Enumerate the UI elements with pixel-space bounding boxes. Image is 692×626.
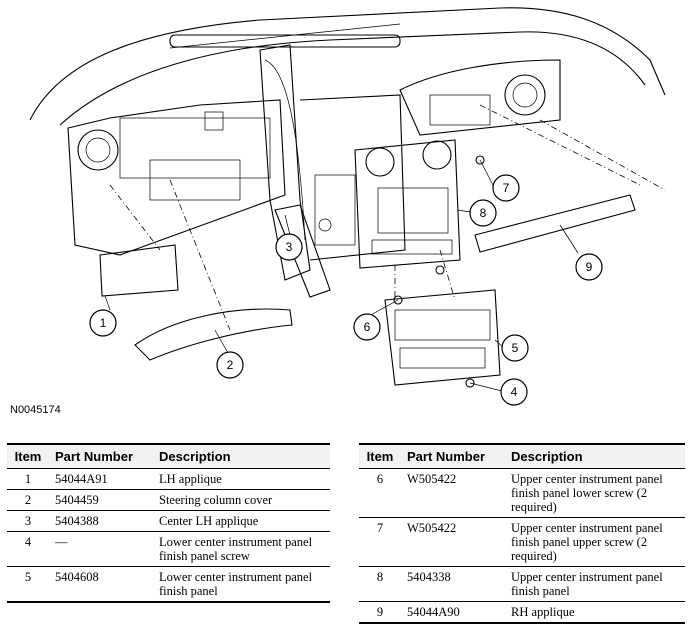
header-part-number: Part Number bbox=[401, 443, 505, 469]
table-row: 9 54044A90 RH applique bbox=[359, 601, 685, 624]
header-item: Item bbox=[7, 443, 49, 469]
callout-7: 7 bbox=[492, 174, 520, 202]
callout-leaders bbox=[104, 159, 579, 392]
table-row: 2 5404459 Steering column cover bbox=[7, 489, 330, 511]
figure-id: N0045174 bbox=[10, 404, 61, 416]
part-number-cell: 54044A90 bbox=[401, 601, 505, 624]
callout-4: 4 bbox=[500, 378, 528, 406]
svg-text:2: 2 bbox=[227, 358, 234, 372]
header-description: Description bbox=[505, 443, 685, 469]
table-row: 3 5404388 Center LH applique bbox=[7, 510, 330, 532]
item-cell: 1 bbox=[7, 468, 49, 490]
description-cell: Lower center instrument panel finish pan… bbox=[153, 531, 330, 567]
callout-9: 9 bbox=[575, 253, 603, 281]
part-number-cell: — bbox=[49, 531, 153, 567]
part-number-cell: 5404338 bbox=[401, 566, 505, 602]
header-part-number: Part Number bbox=[49, 443, 153, 469]
part-number-cell: W505422 bbox=[401, 517, 505, 567]
parts-table-right: Item Part Number Description 6 W505422 U… bbox=[359, 443, 685, 624]
svg-text:5: 5 bbox=[512, 341, 519, 355]
description-cell: Upper center instrument panel finish pan… bbox=[505, 468, 685, 518]
item-cell: 3 bbox=[7, 510, 49, 532]
description-cell: Lower center instrument panel finish pan… bbox=[153, 566, 330, 603]
svg-text:3: 3 bbox=[286, 240, 293, 254]
item-cell: 8 bbox=[359, 566, 401, 602]
description-cell: LH applique bbox=[153, 468, 330, 490]
callout-2: 2 bbox=[216, 351, 244, 379]
parts-table-left: Item Part Number Description 1 54044A91 … bbox=[7, 443, 330, 603]
item-cell: 6 bbox=[359, 468, 401, 518]
header-item: Item bbox=[359, 443, 401, 469]
table-row: 6 W505422 Upper center instrument panel … bbox=[359, 468, 685, 518]
description-cell: RH applique bbox=[505, 601, 685, 624]
item-cell: 5 bbox=[7, 566, 49, 603]
description-cell: Center LH applique bbox=[153, 510, 330, 532]
part-number-cell: 5404459 bbox=[49, 489, 153, 511]
svg-text:1: 1 bbox=[100, 316, 107, 330]
description-cell: Steering column cover bbox=[153, 489, 330, 511]
table-row: 4 — Lower center instrument panel finish… bbox=[7, 531, 330, 567]
part-number-cell: 5404388 bbox=[49, 510, 153, 532]
callout-3: 3 bbox=[275, 233, 303, 261]
svg-text:8: 8 bbox=[480, 206, 487, 220]
description-cell: Upper center instrument panel finish pan… bbox=[505, 566, 685, 602]
table-header-row: Item Part Number Description bbox=[359, 443, 685, 469]
callout-6: 6 bbox=[353, 313, 381, 341]
callout-5: 5 bbox=[501, 334, 529, 362]
svg-text:9: 9 bbox=[586, 260, 593, 274]
table-row: 8 5404338 Upper center instrument panel … bbox=[359, 566, 685, 602]
item-cell: 7 bbox=[359, 517, 401, 567]
part-number-cell: W505422 bbox=[401, 468, 505, 518]
callout-1: 1 bbox=[89, 309, 117, 337]
description-cell: Upper center instrument panel finish pan… bbox=[505, 517, 685, 567]
instrument-panel-drawing bbox=[29, 7, 666, 388]
svg-text:4: 4 bbox=[511, 385, 518, 399]
item-cell: 4 bbox=[7, 531, 49, 567]
part-number-cell: 5404608 bbox=[49, 566, 153, 603]
table-row: 5 5404608 Lower center instrument panel … bbox=[7, 566, 330, 603]
table-header-row: Item Part Number Description bbox=[7, 443, 330, 469]
header-description: Description bbox=[153, 443, 330, 469]
callout-8: 8 bbox=[469, 199, 497, 227]
table-row: 7 W505422 Upper center instrument panel … bbox=[359, 517, 685, 567]
item-cell: 2 bbox=[7, 489, 49, 511]
part-number-cell: 54044A91 bbox=[49, 468, 153, 490]
table-row: 1 54044A91 LH applique bbox=[7, 468, 330, 490]
svg-text:7: 7 bbox=[503, 181, 510, 195]
svg-text:6: 6 bbox=[364, 320, 371, 334]
item-cell: 9 bbox=[359, 601, 401, 624]
exploded-view-diagram: 1 2 3 4 5 6 7 8 9 bbox=[29, 7, 666, 406]
